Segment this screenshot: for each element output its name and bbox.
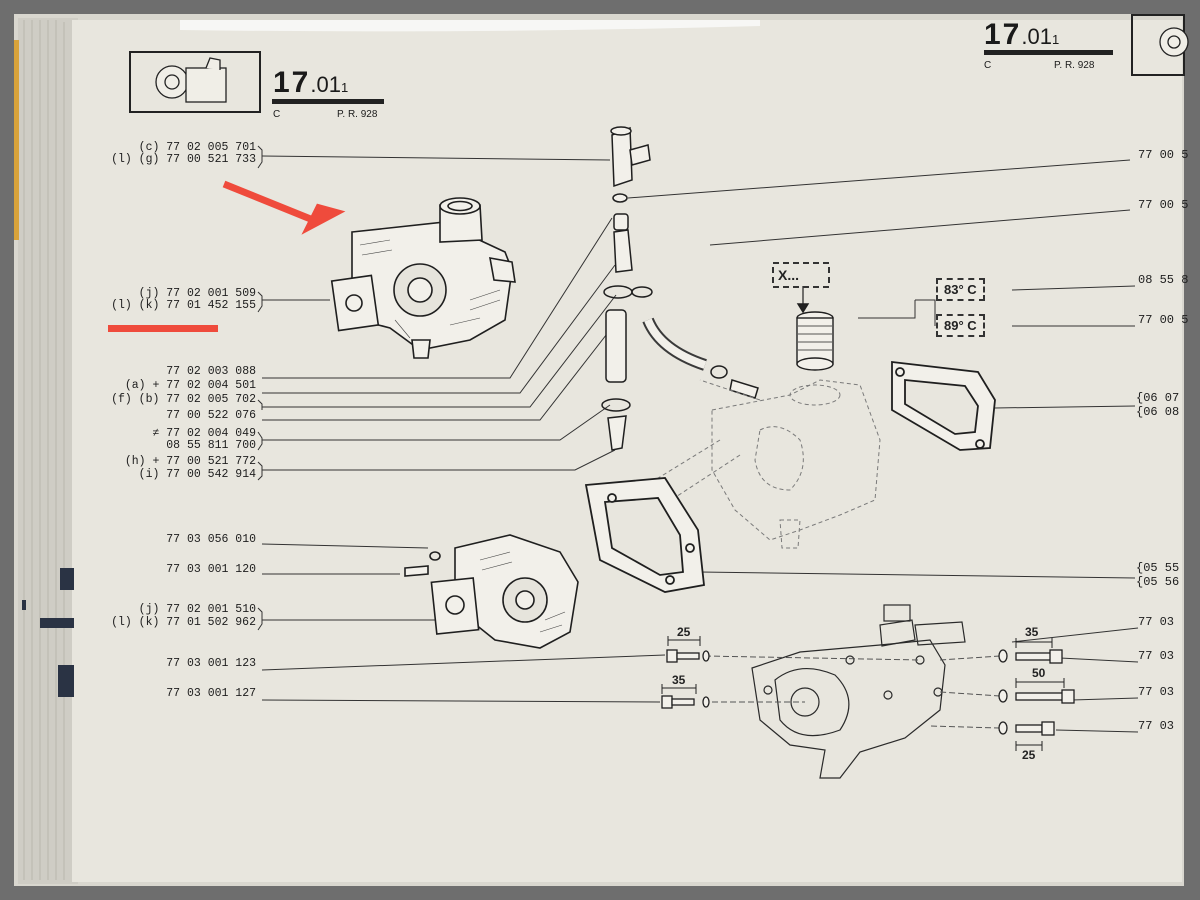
water-pump-upper (330, 197, 516, 359)
part-label-right: {05 56 (1136, 575, 1180, 589)
page-tab (14, 40, 19, 240)
dimension-lines (661, 636, 1065, 751)
page-ref-left: P. R. 928 (337, 109, 378, 120)
page-number-mid-right-value: 01 (1027, 24, 1052, 49)
part-label-right: {05 55 (1136, 561, 1180, 575)
part-label-right: 77 03 (1138, 685, 1175, 699)
part-label-left: (j) 77 02 001 509 (138, 287, 256, 300)
part-label-left: 77 03 001 127 (166, 687, 256, 700)
bolts (661, 649, 1075, 736)
part-label-right: 77 00 5 (1138, 148, 1189, 162)
part-label-right: 77 00 5 (1138, 313, 1189, 327)
pump-thumbnail-right (1159, 27, 1189, 57)
page-number-big-right: 17 (984, 18, 1022, 51)
page-number-left: 17.011 C P. R. 928 (273, 66, 377, 120)
part-label-left: 77 02 003 088 (166, 365, 256, 378)
part-label-right: 77 03 (1138, 719, 1175, 733)
gasket-middle (584, 477, 705, 593)
water-pump-lower (404, 534, 579, 649)
part-label-right: 77 00 5 (1138, 198, 1189, 212)
page-number-mid-value: 01 (316, 72, 341, 97)
spine-marks (22, 568, 74, 697)
dimension-35-left: 35 (672, 673, 686, 687)
part-label-left: (h) + 77 00 521 772 (124, 455, 256, 468)
top-highlight (180, 20, 760, 32)
dimension-25-left: 25 (677, 625, 691, 639)
hose-fittings (601, 126, 759, 451)
part-label-right: 77 03 (1138, 615, 1175, 629)
annotation-arrowhead (301, 203, 346, 235)
part-label-left: (l) (k) 77 01 502 962 (111, 616, 256, 629)
temp-89-label: 89° C (936, 314, 985, 337)
part-label-left: (c) 77 02 005 701 (138, 141, 256, 154)
left-leader-lines (261, 155, 666, 703)
header-left-bar (272, 99, 384, 104)
part-label-left: 77 03 056 010 (166, 533, 256, 546)
page-edge-lines (23, 20, 65, 880)
dimension-35-right: 35 (1025, 625, 1039, 639)
label-braces (257, 145, 263, 631)
part-label-left: 77 00 522 076 (166, 409, 256, 422)
page-number-small-right: 1 (1051, 32, 1060, 47)
dimension-50-right: 50 (1032, 666, 1046, 680)
temp-83-label: 83° C (936, 278, 985, 301)
gasket-right (891, 360, 996, 451)
engine-housing-lower (751, 604, 966, 779)
bolt-center-lines (704, 655, 1001, 729)
pump-lower-hatching (479, 551, 566, 633)
part-label-left: (l) (g) 77 00 521 733 (111, 153, 256, 166)
part-label-left: 08 55 811 700 (166, 439, 256, 452)
part-label-left: (l) (k) 77 01 452 155 (111, 299, 256, 312)
part-label-left: 77 03 001 120 (166, 563, 256, 576)
header-left-box (129, 51, 261, 113)
part-label-right: 77 03 (1138, 649, 1175, 663)
part-label-left: (a) + 77 02 004 501 (124, 379, 256, 392)
x-box-label: X... (778, 267, 800, 283)
page-number-mid: .01 (310, 72, 341, 97)
page-number-small: 1 (340, 80, 349, 95)
page-number-mid-right: .01 (1021, 24, 1052, 49)
page-number-right: 17.011 C P. R. 928 (984, 18, 1094, 71)
part-label-right: 08 55 8 (1138, 273, 1189, 287)
page-ref-right: P. R. 928 (1054, 60, 1095, 71)
part-label-left: (i) 77 00 542 914 (138, 468, 256, 481)
part-label-right: {06 08 (1136, 405, 1180, 419)
page-code-left: C (273, 109, 281, 120)
dimension-25-right: 25 (1022, 748, 1036, 762)
part-label-left: ≠ 77 02 004 049 (152, 427, 256, 440)
pump-thumbnail-left (155, 57, 227, 103)
part-label-left: (j) 77 02 001 510 (138, 603, 256, 616)
part-label-left: (f) (b) 77 02 005 702 (111, 393, 256, 406)
right-leader-lines (627, 159, 1139, 733)
pump-upper-hatching (359, 239, 501, 339)
header-right-bar (984, 50, 1113, 55)
page-code-right: C (984, 60, 992, 71)
part-label-right: {06 07 (1136, 391, 1180, 405)
part-label-left: 77 03 001 123 (166, 657, 256, 670)
thermostat (796, 286, 834, 371)
annotation-arrow (222, 180, 320, 226)
page-number-big: 17 (273, 66, 311, 99)
annotation-underline (108, 325, 218, 332)
